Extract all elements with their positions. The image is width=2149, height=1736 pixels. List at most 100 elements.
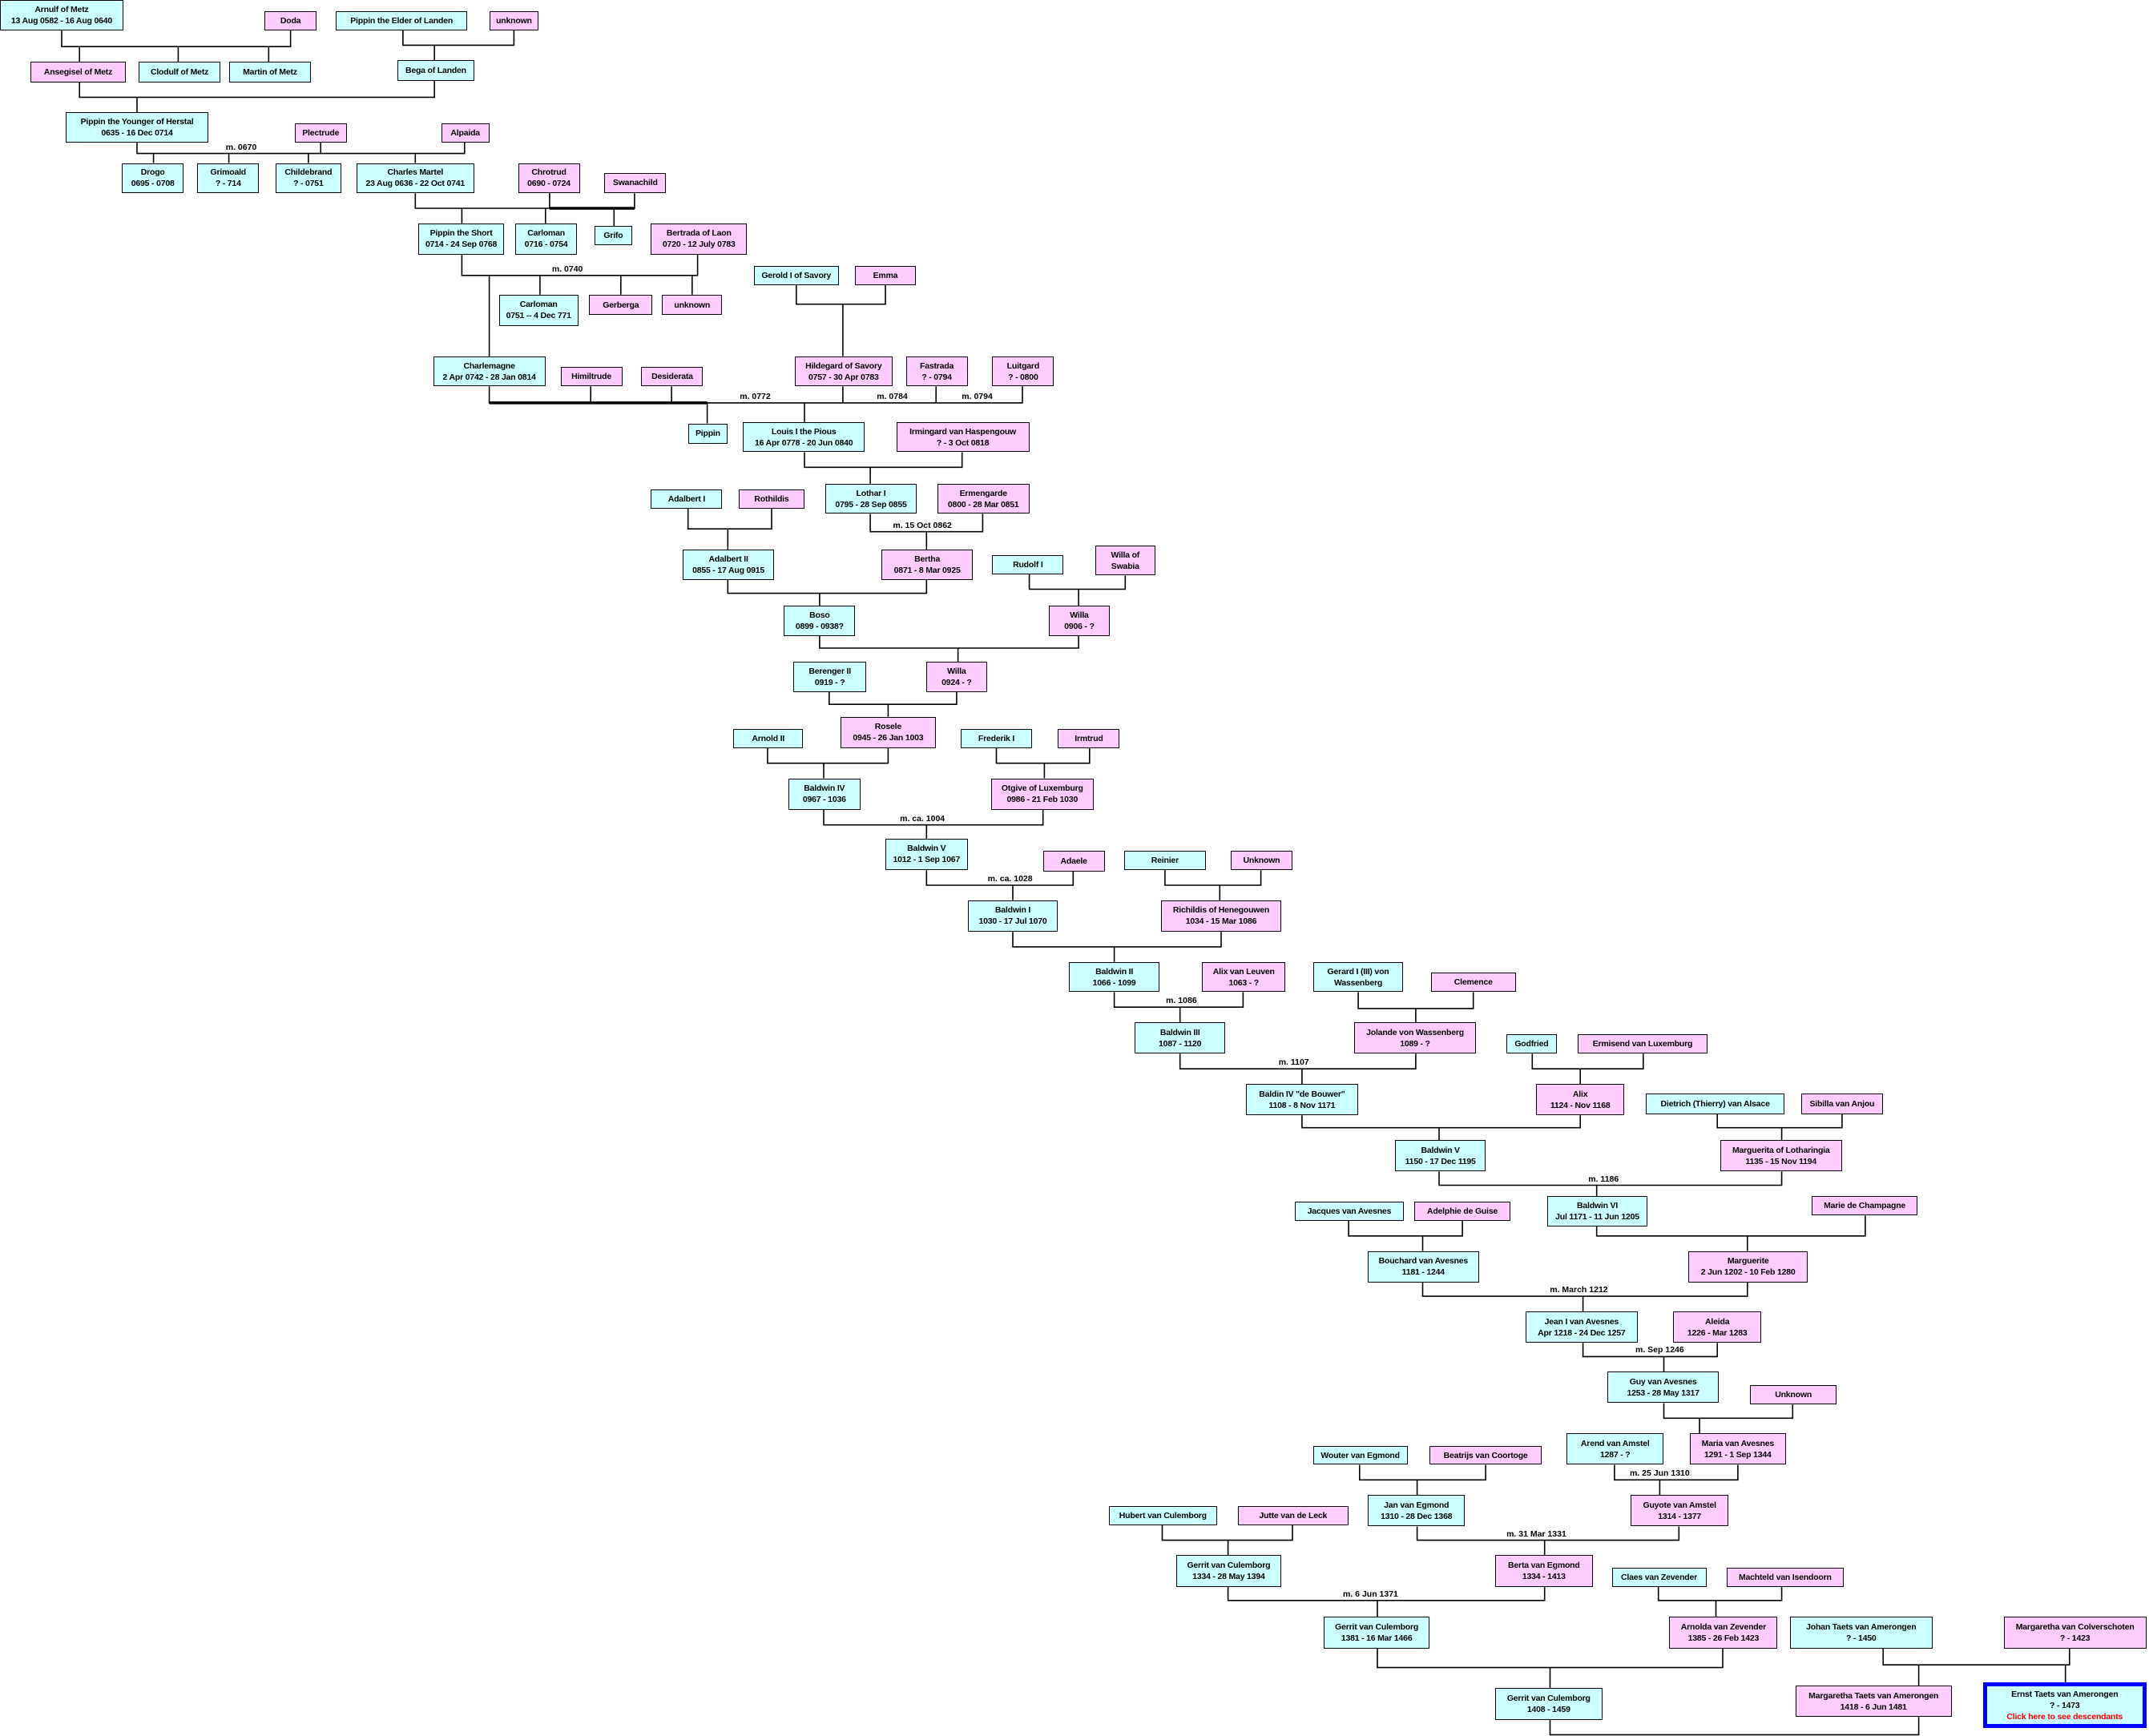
person-box: Desiderata (641, 367, 704, 387)
person-dates: 13 Aug 0582 - 16 Aug 0640 (10, 15, 113, 26)
person-box: Alpaida (441, 123, 490, 143)
person-name: Marguerite (1727, 1256, 1769, 1267)
person-name: Pippin the Short (429, 228, 493, 239)
person-name: Alix (1572, 1089, 1588, 1099)
person-box: Frederik I (961, 728, 1032, 748)
see-descendants-link[interactable]: Click here to see descendants (2006, 1711, 2123, 1722)
person-name: Irmingard van Haspengouw (909, 426, 1017, 437)
person-dates: 2 Apr 0742 - 28 Jan 0814 (442, 372, 536, 382)
person-dates: 0800 - 28 Mar 0851 (947, 499, 1019, 510)
connector-line (1164, 870, 1262, 886)
connector-line (488, 386, 1023, 404)
person-name: Ansegisel of Metz (43, 66, 113, 77)
person-name: Hubert van Culemborg (1119, 1510, 1207, 1521)
marriage-label: m. ca. 1028 (987, 873, 1033, 884)
person-name: Sibilla van Anjou (1809, 1098, 1875, 1109)
person-name: Ernst Taets van Amerongen (2011, 1689, 2119, 1699)
person-name: Baldin IV "de Bouwer" (1259, 1089, 1345, 1099)
person-name: Clemence (1453, 977, 1493, 988)
person-box: Claes van Zevender (1611, 1567, 1707, 1587)
person-name: Berenger II (808, 666, 851, 676)
person-dates: 0635 - 16 Dec 0714 (101, 128, 173, 139)
person-name: Reinier (1151, 856, 1179, 866)
person-dates: 1310 - 28 Dec 1368 (1381, 1511, 1453, 1521)
person-name: Adelphie de Guise (1426, 1206, 1498, 1217)
connector-line (402, 30, 515, 46)
person-dates: 1314 - 1377 (1658, 1511, 1702, 1521)
person-box: Unknown (1750, 1385, 1837, 1405)
person-box: Godfried (1506, 1034, 1558, 1054)
connector-line (1663, 1403, 1794, 1420)
connector-line (61, 30, 292, 48)
connector-line (1348, 1221, 1463, 1237)
person-name: Childebrand (284, 167, 333, 178)
person-box: Swanachild (604, 172, 667, 194)
person-dates: 0899 - 0938? (795, 621, 844, 631)
connector-line (1657, 1586, 1783, 1601)
person-dates: ? - 1450 (1846, 1633, 1877, 1643)
connector-line (995, 747, 1091, 764)
connector-line (1357, 992, 1474, 1009)
person-name: Willa (947, 666, 966, 676)
connector-line (1531, 1053, 1644, 1069)
person-dates: 0967 - 1036 (802, 795, 846, 805)
connector-line (687, 508, 772, 530)
marriage-label: m. 31 Mar 1331 (1506, 1529, 1566, 1539)
person-box: Johan Taets van Amerongen? - 1450 (1789, 1617, 1933, 1649)
marriage-label: m. 25 Jun 1310 (1630, 1468, 1690, 1479)
person-name: unknown (496, 15, 532, 26)
person-box: Machteld van Isendoorn (1727, 1567, 1844, 1587)
person-name: Rothildis (754, 493, 789, 504)
person-name: Gerrit van Culemborg (1187, 1561, 1271, 1571)
person-box: Gerberga (589, 294, 653, 316)
person-name: Carloman (527, 228, 566, 239)
person-name: Louis I the Pious (771, 426, 837, 437)
connector-line (1377, 1648, 1724, 1669)
connector-line (727, 579, 928, 594)
person-box: Clodulf of Metz (138, 61, 221, 83)
person-name: Marie de Champagne (1824, 1201, 1906, 1211)
person-box: Clemence (1430, 973, 1516, 993)
person-name: Baldwin VI (1576, 1201, 1619, 1211)
person-dates: 0986 - 21 Feb 1030 (1006, 795, 1079, 805)
person-name: Rudolf I (1013, 559, 1043, 570)
person-name: Marguerita of Lotharingia (1732, 1145, 1830, 1155)
person-name: Aleida (1705, 1316, 1730, 1327)
person-name: Bertrada of Laon (666, 228, 732, 239)
person-dates: 0906 - ? (1064, 621, 1095, 631)
person-dates: ? - 3 Oct 0818 (936, 437, 990, 448)
person-box: Emma (855, 265, 916, 285)
person-name: Jean I van Avesnes (1544, 1316, 1619, 1327)
connector-line (819, 635, 1079, 649)
person-dates: 1030 - 17 Jul 1070 (978, 916, 1047, 927)
person-name: Wouter van Egmond (1320, 1450, 1400, 1460)
person-name: Unknown (1243, 856, 1280, 866)
connector-line (1179, 1053, 1417, 1069)
connector-line (1012, 932, 1222, 948)
person-box: Grimoald? - 714 (197, 163, 260, 194)
marriage-label: m. 0784 (877, 391, 908, 401)
person-name: Beatrijs van Coortoge (1443, 1450, 1528, 1460)
person-name: Jacques van Avesnes (1307, 1206, 1392, 1217)
person-name: Baldwin I (994, 905, 1031, 916)
person-name: Jan van Egmond (1384, 1500, 1449, 1510)
person-dates: 16 Apr 0778 - 20 Jun 0840 (754, 437, 853, 448)
